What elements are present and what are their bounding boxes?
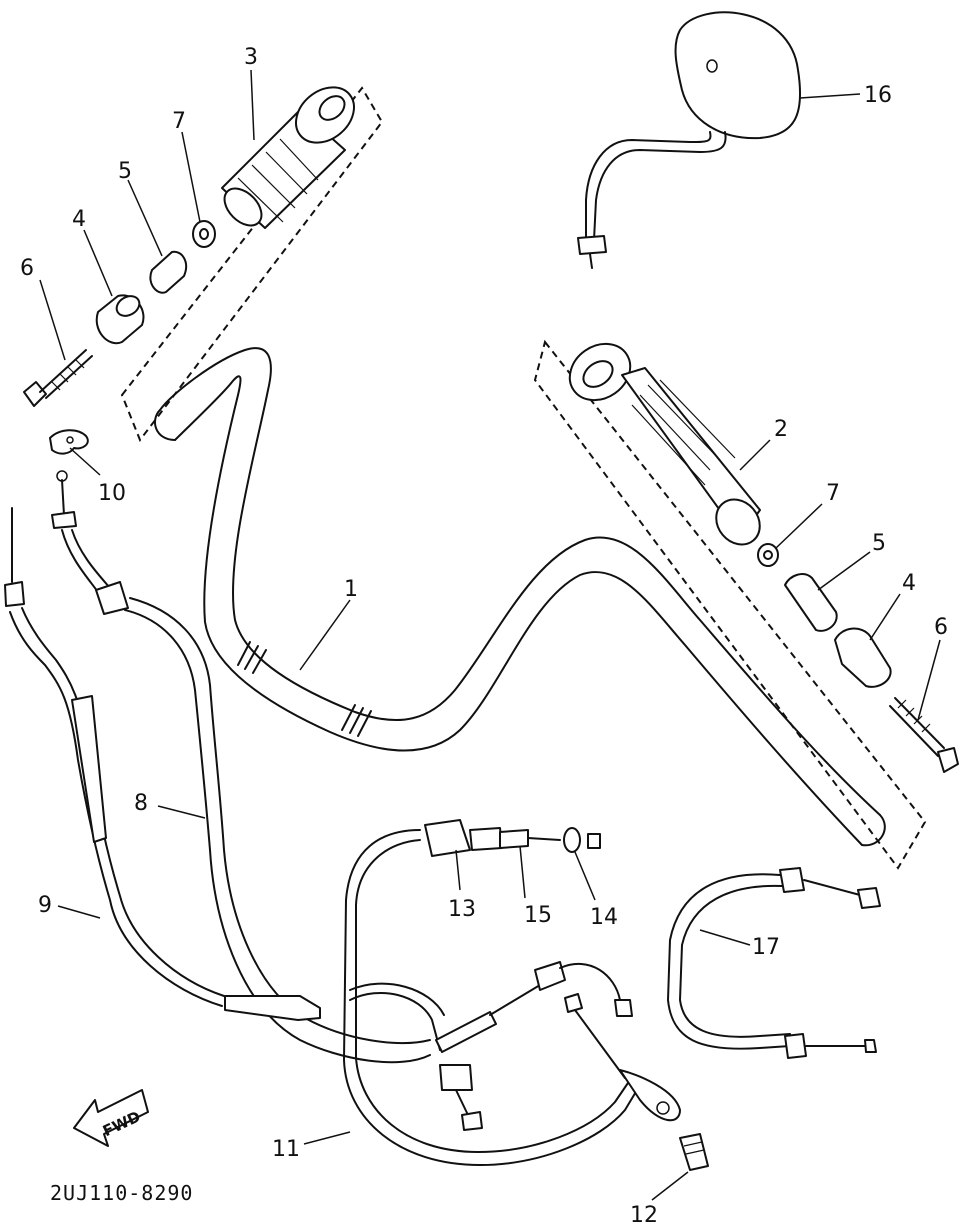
callout-6-left: 6: [20, 256, 34, 281]
cable-17: [667, 867, 881, 1059]
cable-11: [224, 819, 709, 1171]
right-grip: [568, 342, 761, 546]
callout-5-left: 5: [118, 159, 132, 184]
leader-lines: [39, 69, 941, 1201]
callout-14: 14: [590, 905, 618, 930]
callout-13: 13: [448, 897, 476, 922]
callout-10: 10: [98, 481, 126, 506]
cable-8: [51, 470, 431, 1064]
fwd-arrow-icon: FWD: [73, 1089, 149, 1147]
callout-16: 16: [864, 83, 892, 108]
left-grip: [221, 86, 355, 229]
callout-11: 11: [272, 1137, 300, 1162]
callout-7-right: 7: [826, 481, 840, 506]
callout-3: 3: [244, 45, 258, 70]
left-weight-5: [149, 250, 188, 294]
callout-4-right: 4: [902, 571, 916, 596]
callout-9: 9: [38, 893, 52, 918]
callout-8: 8: [134, 791, 148, 816]
callout-12: 12: [630, 1203, 658, 1224]
callout-7-left: 7: [172, 109, 186, 134]
left-screw-6: [23, 349, 93, 407]
drawing-code: 2UJ110-8290: [50, 1181, 193, 1205]
left-grip-assembly-box: [120, 86, 384, 443]
callout-17: 17: [752, 935, 780, 960]
mirror: [577, 11, 802, 269]
callout-6-right: 6: [934, 615, 948, 640]
callout-1: 1: [344, 577, 358, 602]
right-weight-5: [784, 573, 838, 632]
callout-2: 2: [774, 417, 788, 442]
clamp-10: [49, 429, 89, 455]
right-grip-assembly-box: [533, 339, 927, 870]
handlebar: [154, 347, 886, 847]
callout-4-left: 4: [72, 207, 86, 232]
callout-15: 15: [524, 903, 552, 928]
cable-9: [4, 507, 225, 1007]
right-weight-4: [834, 627, 892, 688]
callout-labels: 3 7 5 4 6 10 16 2 7 5 4 6 1 8 9 13 15 14…: [20, 45, 948, 1224]
right-screw-6: [889, 697, 959, 773]
callout-5-right: 5: [872, 531, 886, 556]
